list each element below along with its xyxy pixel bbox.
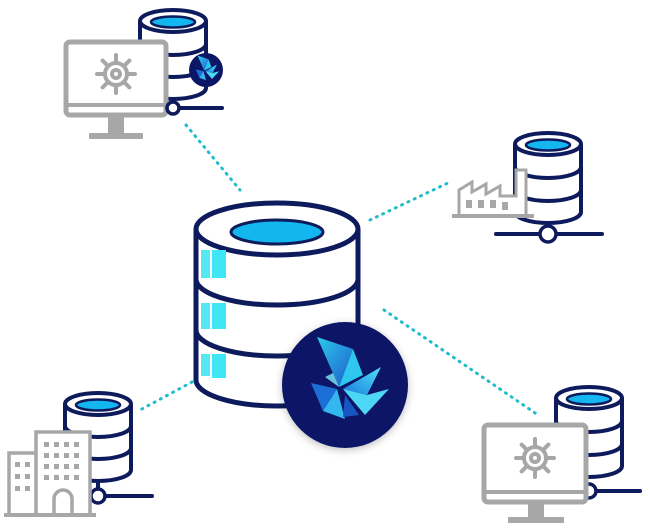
node-bottom-left [4, 391, 154, 517]
node-top-left [63, 8, 224, 139]
node-right [452, 131, 604, 244]
node-bottom-right-monitor-gear-icon [481, 422, 589, 523]
node-right-factory-icon [452, 168, 534, 218]
node-bottom-right [481, 385, 642, 523]
connector-bottom-right [382, 308, 540, 417]
connector-right [368, 180, 452, 222]
connectors [138, 123, 540, 417]
node-bottom-left-network-node-icon [89, 482, 154, 505]
node-right-database-icon [513, 131, 583, 225]
node-bottom-right-network-node-icon [580, 482, 642, 500]
hub-butterfly-wings [311, 337, 389, 419]
hub-highlight [201, 250, 226, 378]
node-top-left-butterfly-logo-icon [189, 53, 223, 87]
hub-butterfly-logo-icon [282, 322, 408, 448]
node-right-network-node-icon [494, 222, 604, 244]
connector-top-left [184, 123, 242, 192]
connector-bottom-left [138, 380, 194, 412]
node-top-left-monitor-gear-icon [63, 39, 169, 139]
node-top-left-network-node-icon [165, 100, 224, 116]
node-bottom-left-office-building-icon [4, 430, 96, 517]
